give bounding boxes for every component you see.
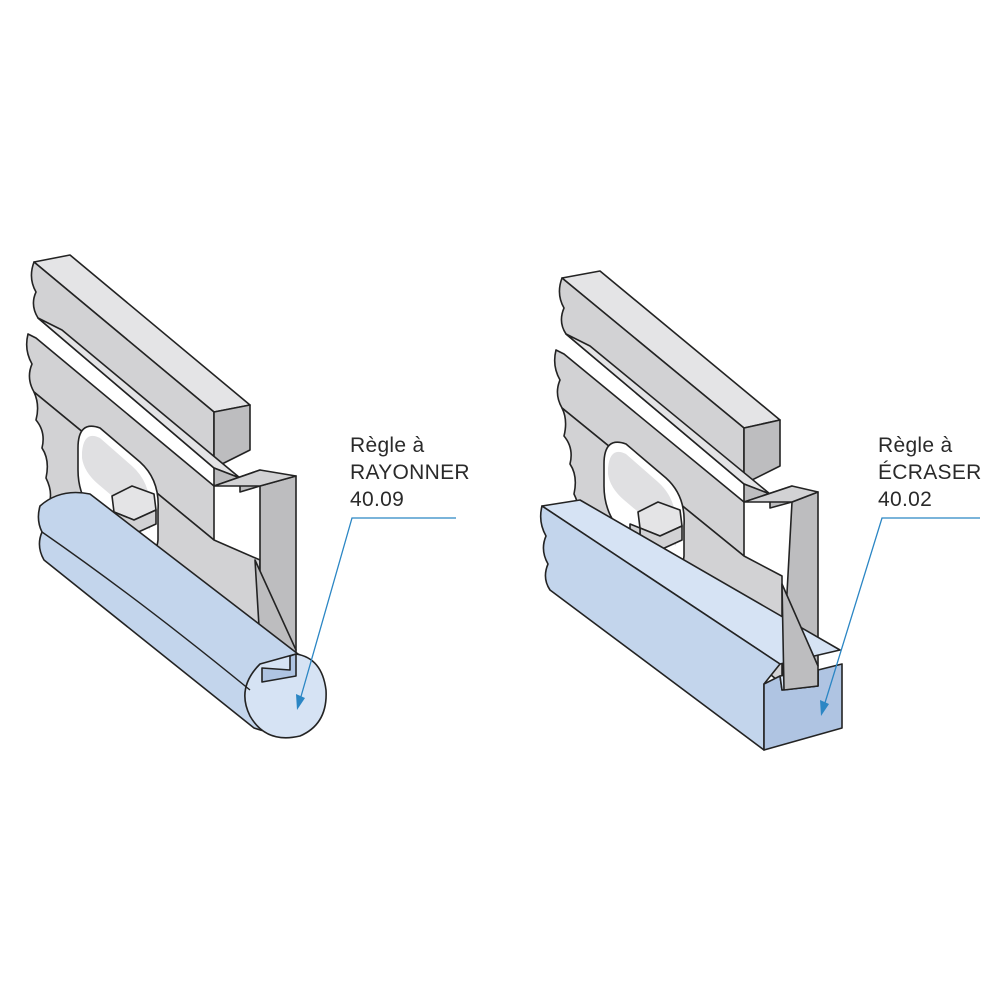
left-rule-end bbox=[244, 653, 327, 739]
ecraser-rule-label: Règle à ÉCRASER 40.02 bbox=[878, 432, 982, 513]
left-leader-line bbox=[299, 517, 456, 701]
ecraser-label-line2: ÉCRASER bbox=[878, 461, 982, 484]
right-upper-block-end bbox=[743, 419, 781, 485]
right-rule-front bbox=[539, 505, 781, 751]
left-rule-groove bbox=[261, 653, 297, 683]
ecraser-label-line1: Règle à bbox=[878, 434, 953, 457]
right-blade bbox=[781, 583, 819, 691]
left-rule-highlight bbox=[41, 531, 251, 691]
right-assembly bbox=[539, 270, 843, 751]
right-step-top bbox=[743, 485, 819, 503]
left-upper-block-end bbox=[213, 404, 251, 469]
left-leader-arrow bbox=[296, 694, 305, 710]
right-leader-arrow bbox=[820, 700, 829, 716]
rayonner-label-line3: 40.09 bbox=[350, 488, 405, 511]
right-leader-line bbox=[823, 517, 980, 707]
rayonner-label-line2: RAYONNER bbox=[350, 461, 470, 484]
rayonner-rule-label: Règle à RAYONNER 40.09 bbox=[350, 432, 470, 513]
ecraser-label-line3: 40.02 bbox=[878, 488, 933, 511]
left-step-top bbox=[213, 469, 297, 487]
left-assembly bbox=[25, 254, 327, 739]
rayonner-label-line1: Règle à bbox=[350, 434, 425, 457]
